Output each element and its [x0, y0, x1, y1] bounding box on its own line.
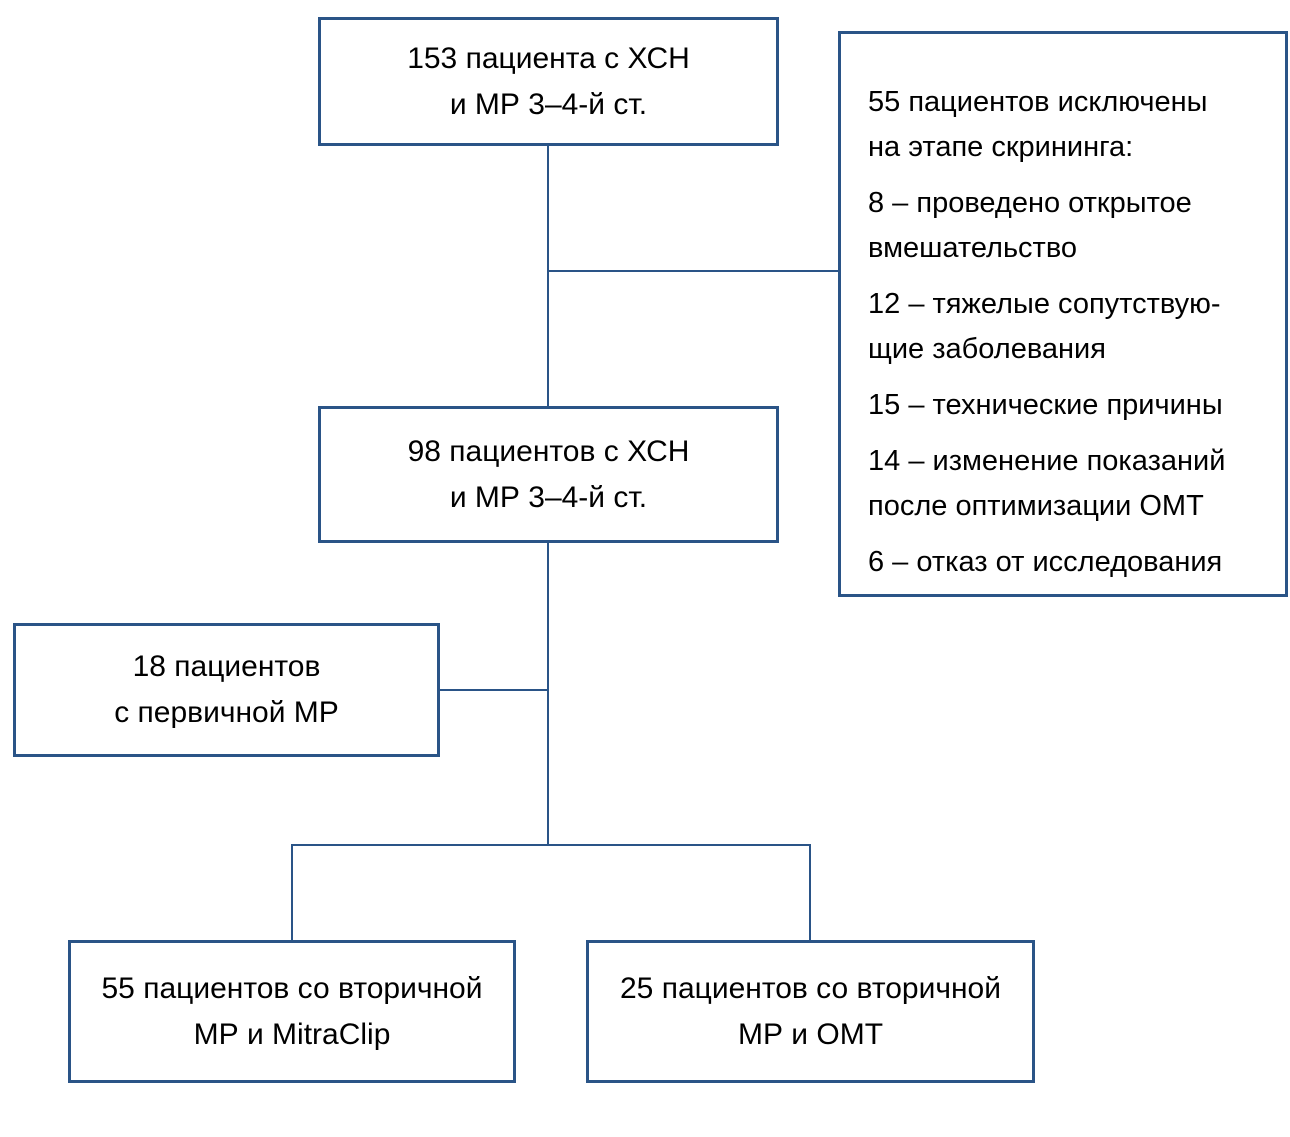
excluded-item-2: 12 – тяжелые сопутствую- щие заболевания [868, 288, 1221, 365]
box-primary-mr-label: 18 пациентов с первичной МР [114, 650, 339, 729]
connector-to-primary-mr [440, 689, 548, 691]
connector-split-horizontal [291, 844, 811, 846]
excluded-item-4: 14 – изменение показаний после оптимизац… [868, 445, 1226, 522]
box-total-patients-label: 153 пациента с ХСН и МР 3–4-й ст. [407, 41, 690, 121]
box-secondary-mr-mitraclip: 55 пациентов со вторичной МР и MitraClip [68, 940, 516, 1083]
connector-screened-to-split [547, 543, 549, 846]
connector-drop-mitraclip [291, 844, 293, 940]
box-secondary-mr-mitraclip-label: 55 пациентов со вторичной МР и MitraClip [101, 971, 483, 1051]
box-secondary-mr-omt-label: 25 пациентов со вторичной МР и ОМТ [620, 971, 1001, 1051]
connector-drop-omt [809, 844, 811, 940]
box-primary-mr: 18 пациентов с первичной МР [13, 623, 440, 757]
connector-to-excluded [547, 270, 838, 272]
box-total-patients: 153 пациента с ХСН и МР 3–4-й ст. [318, 17, 779, 146]
connector-total-to-screened [547, 146, 549, 406]
excluded-item-3: 15 – технические причины [868, 389, 1223, 421]
box-screened-patients-label: 98 пациентов с ХСН и МР 3–4-й ст. [407, 434, 690, 514]
box-secondary-mr-omt: 25 пациентов со вторичной МР и ОМТ [586, 940, 1035, 1083]
excluded-item-5: 6 – отказ от исследования [868, 546, 1223, 578]
box-excluded-patients: 55 пациентов исключены на этапе скрининг… [838, 31, 1288, 597]
box-screened-patients: 98 пациентов с ХСН и МР 3–4-й ст. [318, 406, 779, 543]
excluded-title: 55 пациентов исключены на этапе скрининг… [868, 86, 1208, 163]
excluded-item-1: 8 – проведено открытое вмешательство [868, 187, 1192, 264]
